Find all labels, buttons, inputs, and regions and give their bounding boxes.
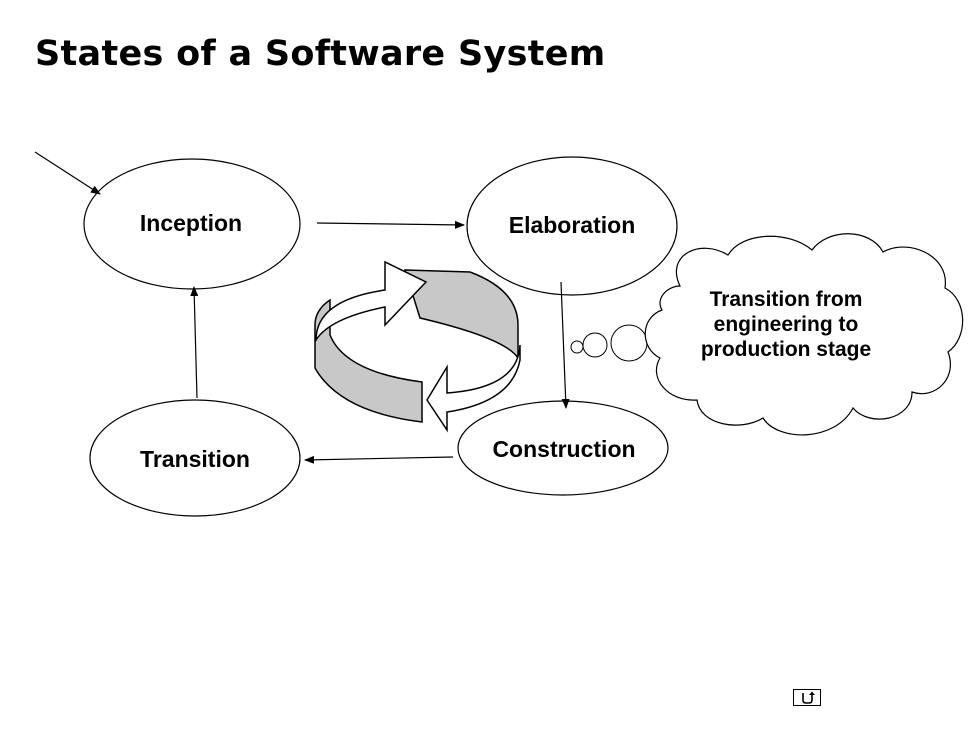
- cycle-arrows-icon: [314, 260, 521, 433]
- cloud-callout: [644, 233, 964, 436]
- arrow-transition-to-inception: [190, 286, 199, 399]
- callout-line: Transition from: [709, 288, 863, 311]
- state-label-construction: Construction: [492, 436, 635, 462]
- page-title: States of a Software System: [35, 34, 606, 74]
- arrow-construction-to-transition: [304, 455, 454, 464]
- arrow-inception-to-elaboration: [316, 220, 465, 229]
- state-label-elaboration: Elaboration: [509, 212, 636, 238]
- state-label-transition: Transition: [140, 446, 250, 472]
- callout-line: engineering to: [713, 313, 859, 336]
- callout-line: production stage: [700, 338, 872, 361]
- state-elaboration: [466, 156, 678, 296]
- arrow-elaboration-to-construction: [560, 281, 570, 409]
- state-transition: [89, 399, 301, 517]
- callout-text: Transition from engineering to productio…: [668, 287, 904, 362]
- return-button[interactable]: [793, 689, 821, 706]
- entry-arrow: [34, 151, 101, 195]
- return-arrow-icon: [802, 691, 815, 704]
- state-label-inception: Inception: [140, 210, 242, 236]
- thought-bubbles: [570, 324, 648, 362]
